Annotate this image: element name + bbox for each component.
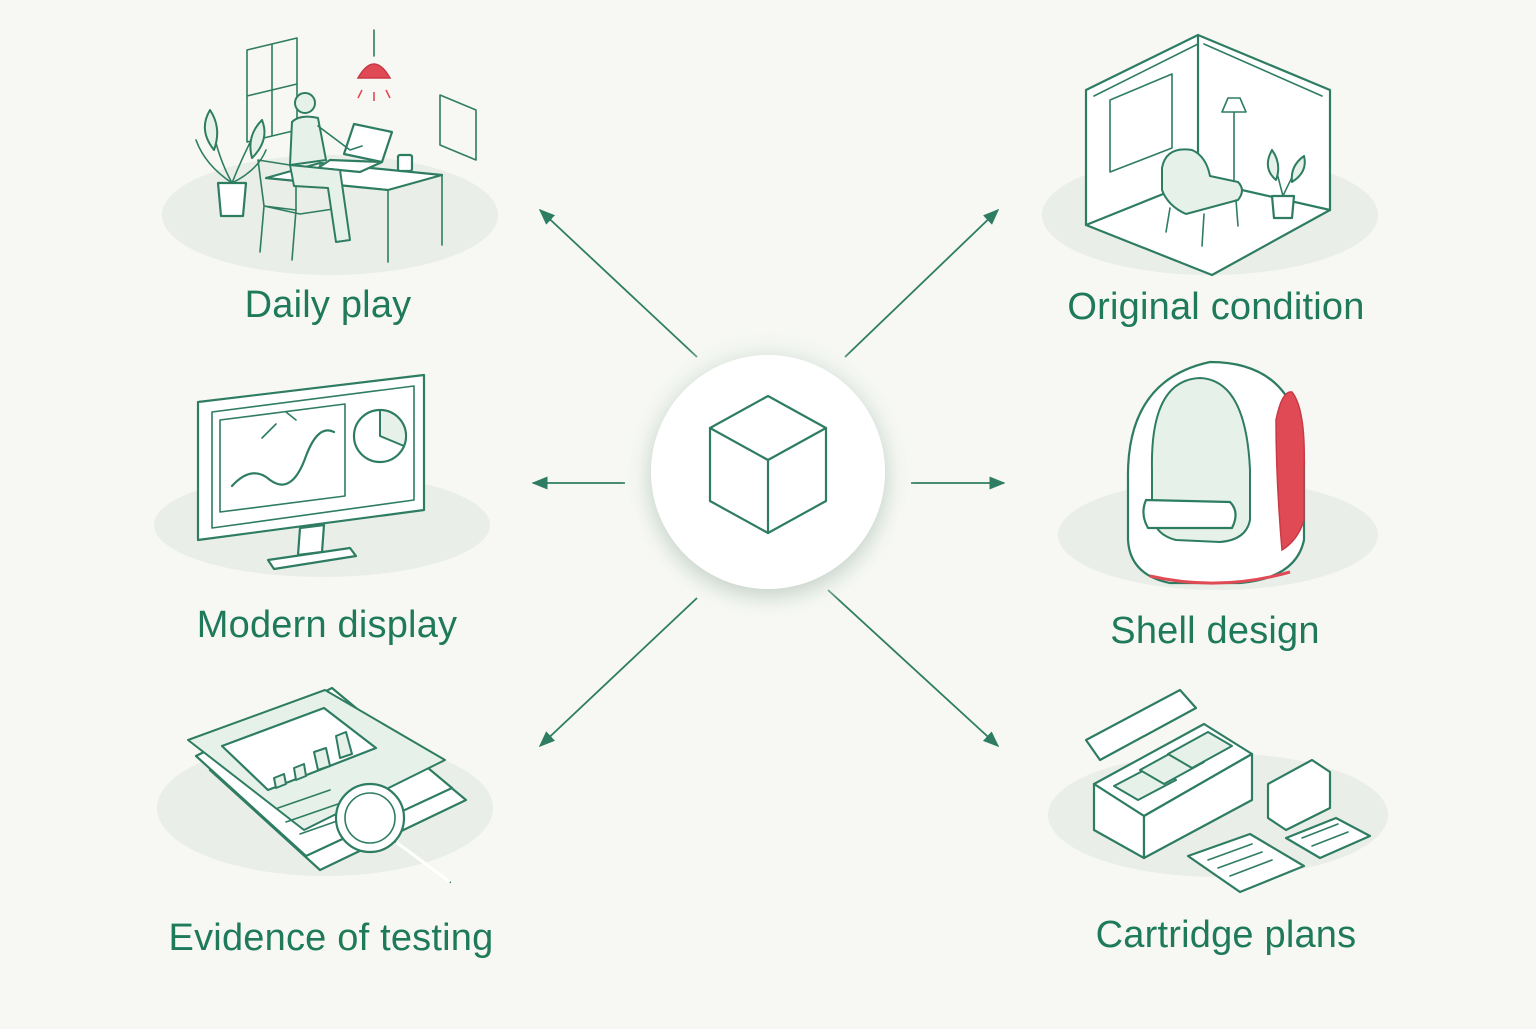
central-hub[interactable]: [620, 324, 916, 620]
connector-arrows: [531, 208, 1006, 748]
arrow-cartridge-plans: [827, 589, 1000, 748]
label-evidence-of-testing: Evidence of testing: [168, 917, 494, 959]
arrow-original-condition: [844, 208, 1000, 358]
cube-icon: [708, 394, 828, 535]
label-original-condition: Original condition: [1067, 286, 1365, 328]
isometric-room-icon: [1042, 33, 1378, 277]
label-daily-play: Daily play: [244, 284, 412, 326]
cartridge-box-icon: [1048, 688, 1388, 894]
pod-shell-icon: [1058, 360, 1378, 590]
documents-magnifier-icon: [157, 686, 493, 884]
monitor-chart-icon: [154, 373, 490, 577]
person-at-desk-icon: [162, 29, 498, 275]
label-cartridge-plans: Cartridge plans: [1095, 914, 1357, 956]
label-shell-design: Shell design: [1110, 610, 1320, 652]
arrow-evidence-of-testing: [538, 597, 698, 748]
label-modern-display: Modern display: [196, 604, 458, 646]
arrow-daily-play: [538, 208, 698, 358]
